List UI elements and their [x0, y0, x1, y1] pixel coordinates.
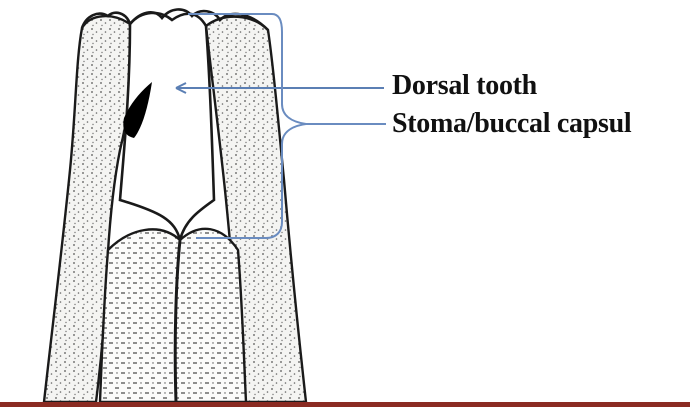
buccal-capsule-label: Stoma/buccal capsul: [392, 108, 631, 140]
dorsal-tooth-label: Dorsal tooth: [392, 70, 537, 102]
esophagus: [100, 229, 246, 402]
bottom-rule: [0, 402, 690, 407]
